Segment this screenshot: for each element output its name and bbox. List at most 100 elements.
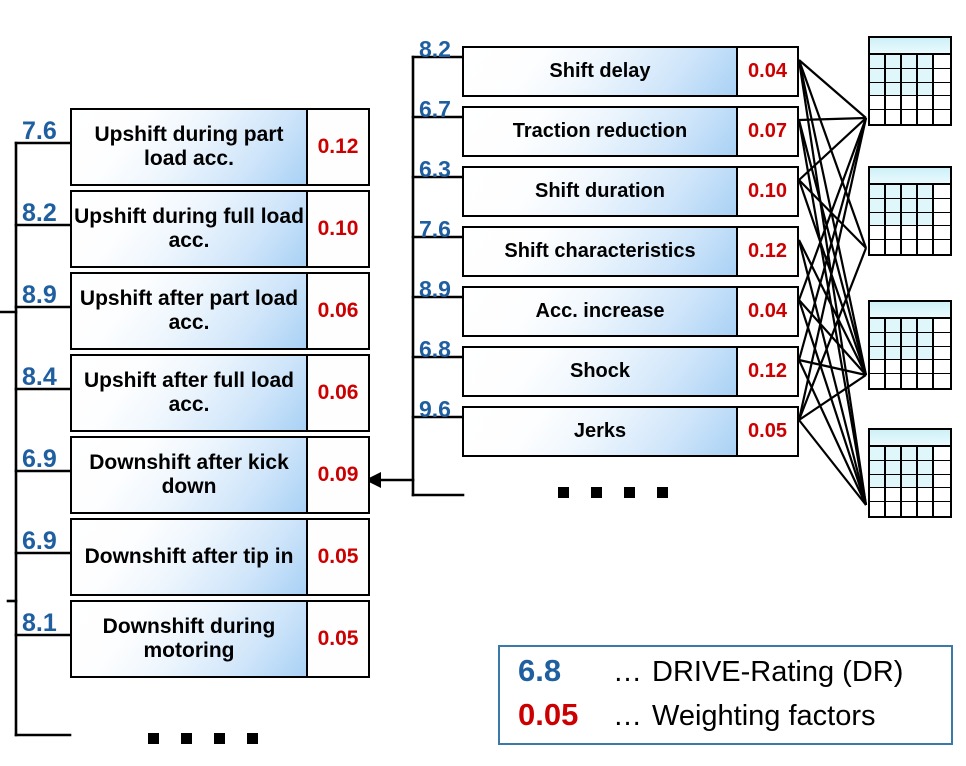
criterion-row-left-7[interactable]: Downshift during motoring 0.05 xyxy=(70,600,370,678)
table-cell xyxy=(870,502,886,516)
criterion-label-right-4: Shift characteristics xyxy=(462,226,738,277)
criterion-label-left-5: Downshift after kick down xyxy=(70,436,308,514)
wire-7-t1 xyxy=(797,117,868,421)
wire-3-t3 xyxy=(797,179,868,376)
table-cell xyxy=(870,319,886,332)
measurement-table-1-icon[interactable] xyxy=(868,36,952,126)
criterion-weight-right-7: 0.05 xyxy=(736,406,799,457)
table-cell xyxy=(902,226,918,240)
table-cell xyxy=(934,460,950,474)
measurement-table-4-icon[interactable] xyxy=(868,428,952,518)
table-cell xyxy=(886,460,902,474)
table-cell xyxy=(934,55,950,68)
ellipsis-dot xyxy=(624,487,635,498)
table-cell xyxy=(902,212,918,226)
table-cell xyxy=(918,447,934,460)
criterion-row-right-3[interactable]: Shift duration 0.10 xyxy=(462,166,799,217)
table-row xyxy=(870,55,950,69)
table-cell xyxy=(870,360,886,374)
dr-value-right-6: 6.8 xyxy=(419,336,451,362)
wire-6-t3 xyxy=(798,358,867,377)
wire-1-t2 xyxy=(797,59,868,249)
ellipsis-dot xyxy=(591,487,602,498)
table-cell xyxy=(886,212,902,226)
table-cell xyxy=(870,212,886,226)
table-cell xyxy=(886,474,902,488)
table-cell xyxy=(870,96,886,110)
table-cell xyxy=(918,332,934,346)
table-cell xyxy=(870,68,886,82)
table-cell xyxy=(934,198,950,212)
table-row xyxy=(870,460,950,475)
table-cell xyxy=(902,240,918,254)
table-header-row xyxy=(870,302,950,319)
dr-value-right-2: 6.7 xyxy=(419,96,451,122)
table-cell xyxy=(918,212,934,226)
criterion-row-left-4[interactable]: Upshift after full load acc. 0.06 xyxy=(70,354,370,432)
table-cell xyxy=(918,502,934,516)
wire-7-t3 xyxy=(798,374,867,421)
table-cell xyxy=(902,82,918,96)
criterion-row-right-2[interactable]: Traction reduction 0.07 xyxy=(462,106,799,157)
dr-value-left-7: 8.1 xyxy=(22,609,57,637)
criterion-row-right-1[interactable]: Shift delay 0.04 xyxy=(462,46,799,97)
table-cell xyxy=(902,374,918,388)
table-cell xyxy=(918,319,934,332)
wire-6-t4 xyxy=(798,359,867,506)
table-cell xyxy=(902,185,918,198)
criterion-label-right-1: Shift delay xyxy=(462,46,738,97)
criterion-row-left-3[interactable]: Upshift after part load acc. 0.06 xyxy=(70,272,370,350)
table-cell xyxy=(886,332,902,346)
table-cell xyxy=(918,55,934,68)
table-cell xyxy=(886,502,902,516)
table-cell xyxy=(886,55,902,68)
wire-6-t1 xyxy=(797,117,868,361)
ellipsis-dot xyxy=(214,733,225,744)
table-row xyxy=(870,447,950,461)
table-cell xyxy=(902,68,918,82)
table-header-row xyxy=(870,430,950,447)
table-row xyxy=(870,82,950,97)
wire-7-t2 xyxy=(797,247,868,421)
criterion-row-right-5[interactable]: Acc. increase 0.04 xyxy=(462,286,799,337)
wire-4-t3 xyxy=(798,239,867,376)
legend-text-dr: DRIVE-Rating (DR) xyxy=(652,656,904,688)
table-cell xyxy=(886,68,902,82)
criterion-row-left-2[interactable]: Upshift during full load acc. 0.10 xyxy=(70,190,370,268)
table-cell xyxy=(902,96,918,110)
criterion-row-left-6[interactable]: Downshift after tip in 0.05 xyxy=(70,518,370,596)
table-cell xyxy=(918,488,934,502)
criterion-label-right-7: Jerks xyxy=(462,406,738,457)
measurement-table-2-icon[interactable] xyxy=(868,166,952,256)
wire-3-t2 xyxy=(798,179,867,249)
criterion-weight-right-1: 0.04 xyxy=(736,46,799,97)
table-cell xyxy=(902,360,918,374)
wire-1-t1 xyxy=(798,59,867,119)
table-row xyxy=(870,488,950,503)
table-cell xyxy=(886,198,902,212)
measurement-table-3-icon[interactable] xyxy=(868,300,952,390)
criterion-row-left-5[interactable]: Downshift after kick down 0.09 xyxy=(70,436,370,514)
table-cell xyxy=(934,96,950,110)
wire-2-t4 xyxy=(797,119,868,506)
criterion-weight-left-3: 0.06 xyxy=(306,272,370,350)
table-cell xyxy=(902,502,918,516)
table-row xyxy=(870,332,950,347)
criterion-weight-right-6: 0.12 xyxy=(736,346,799,397)
criterion-row-left-1[interactable]: Upshift during part load acc. 0.12 xyxy=(70,108,370,186)
dr-value-right-5: 8.9 xyxy=(419,276,451,302)
dr-value-left-1: 7.6 xyxy=(22,117,57,145)
table-row xyxy=(870,502,950,516)
table-cell xyxy=(902,332,918,346)
table-row xyxy=(870,474,950,489)
criterion-row-right-6[interactable]: Shock 0.12 xyxy=(462,346,799,397)
dr-value-right-1: 8.2 xyxy=(419,36,451,62)
criterion-row-right-4[interactable]: Shift characteristics 0.12 xyxy=(462,226,799,277)
table-cell xyxy=(902,198,918,212)
criterion-weight-right-2: 0.07 xyxy=(736,106,799,157)
criterion-row-right-7[interactable]: Jerks 0.05 xyxy=(462,406,799,457)
dr-value-left-5: 6.9 xyxy=(22,445,57,473)
table-cell xyxy=(918,68,934,82)
criterion-weight-right-5: 0.04 xyxy=(736,286,799,337)
wire-5-t4 xyxy=(797,299,868,506)
